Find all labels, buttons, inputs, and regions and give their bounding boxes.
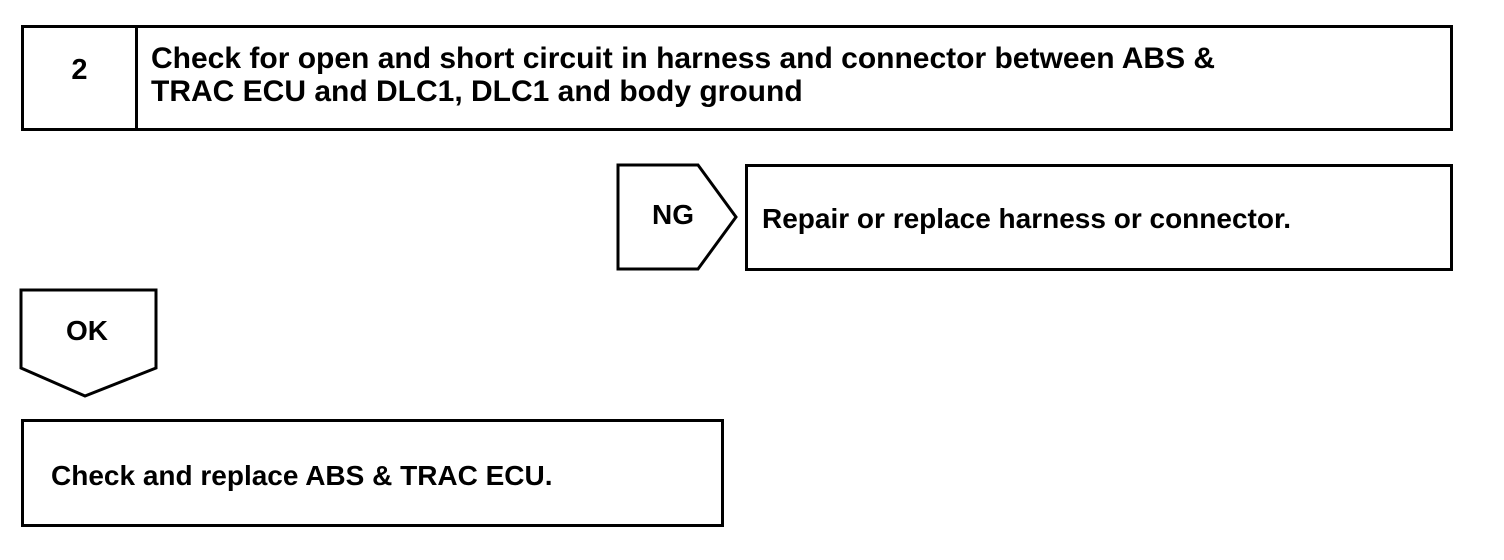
ok-label: OK	[66, 315, 108, 346]
ok-result-box: Check and replace ABS & TRAC ECU.	[21, 419, 724, 527]
ng-result-box: Repair or replace harness or connector.	[745, 164, 1453, 271]
ng-label: NG	[652, 199, 694, 230]
ng-result-text: Repair or replace harness or connector.	[762, 203, 1292, 234]
step-title-line-1: Check for open and short circuit in harn…	[151, 42, 1216, 75]
step-box: 2 Check for open and short circuit in ha…	[21, 25, 1453, 131]
ok-result-text: Check and replace ABS & TRAC ECU.	[51, 460, 553, 491]
step-number: 2	[24, 28, 138, 128]
ok-arrow-shape	[19, 288, 158, 398]
ng-arrow-shape	[616, 163, 738, 271]
step-title: Check for open and short circuit in harn…	[138, 28, 1450, 128]
step-title-line-2: TRAC ECU and DLC1, DLC1 and body ground	[151, 75, 803, 108]
